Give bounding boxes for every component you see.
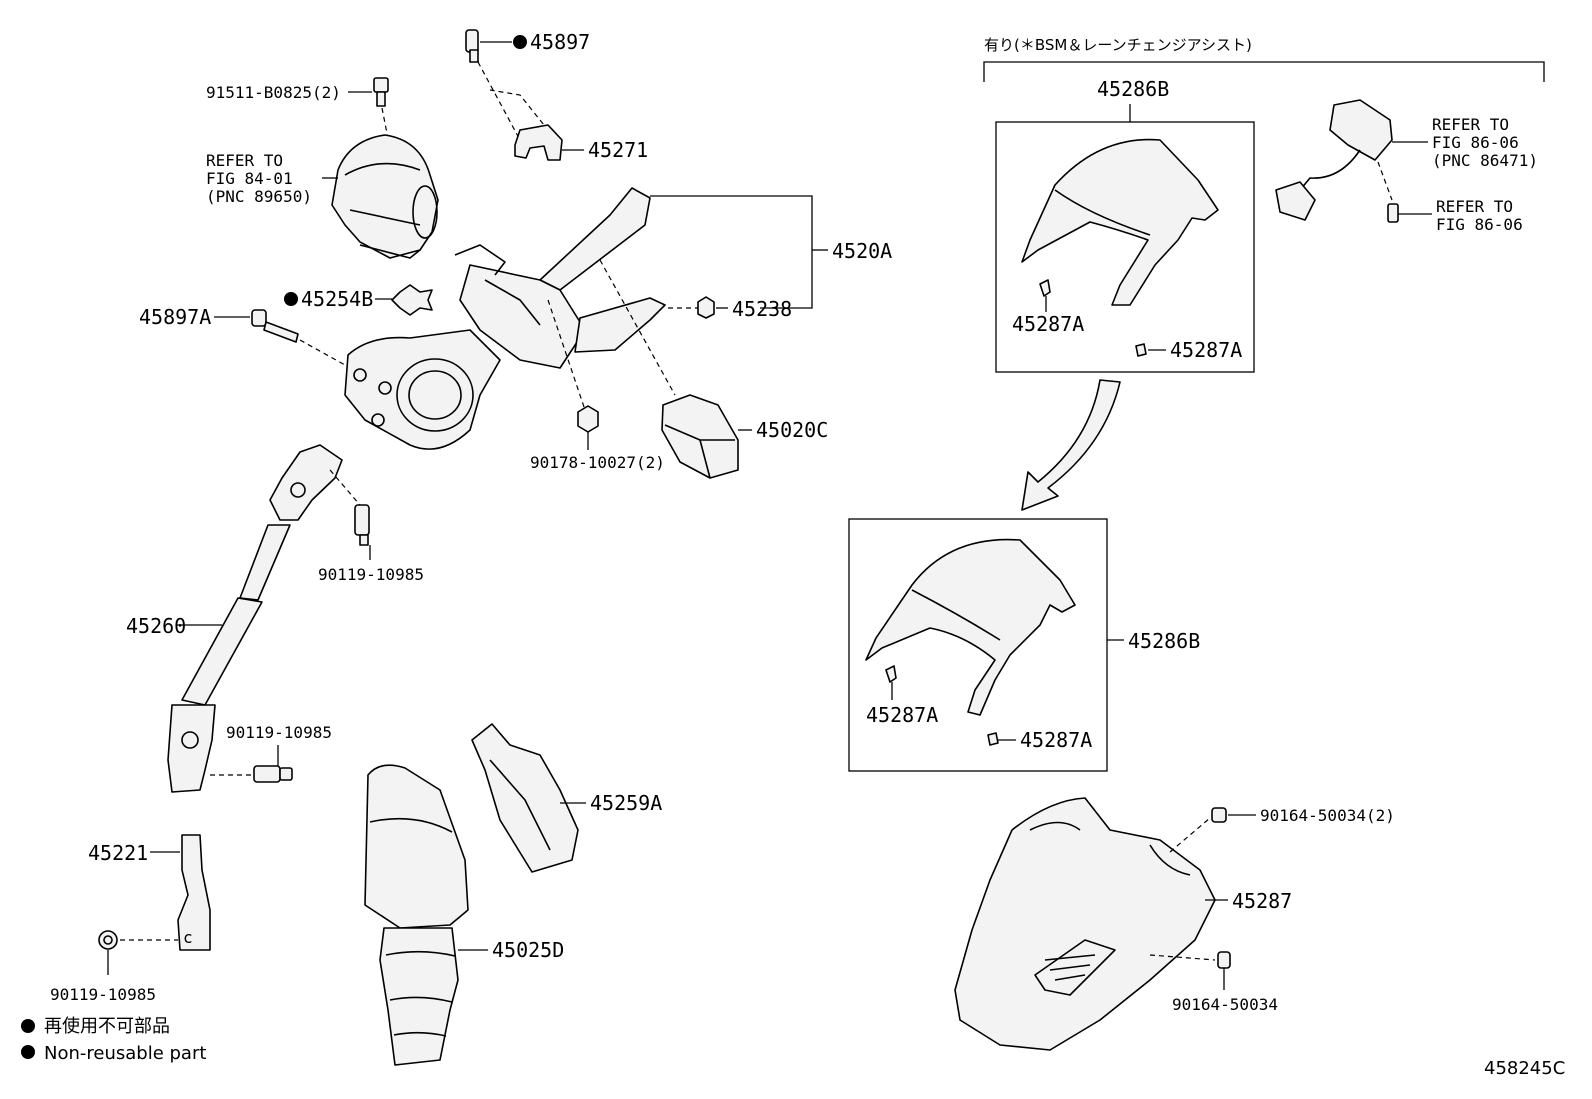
label-ref86a-l1: REFER TO: [1432, 115, 1509, 134]
legend-jp: 再使用不可部品: [44, 1016, 170, 1037]
label-ref84-l3: (PNC 89650): [206, 187, 312, 206]
label-45025D: 45025D: [492, 938, 564, 962]
label-45260: 45260: [126, 614, 186, 638]
part-90164-screw-a: [1211, 807, 1227, 823]
label-45259A: 45259A: [590, 791, 662, 815]
part-bsm-screw: [1387, 203, 1399, 223]
part-45020C-switch: [661, 394, 739, 479]
part-90178-nut: [577, 405, 599, 433]
part-45238-nut: [697, 296, 715, 319]
label-45221: 45221: [88, 841, 148, 865]
non-reusable-dot-45897: [513, 35, 527, 49]
label-45238: 45238: [732, 297, 792, 321]
label-90119-c: 90119-10985: [50, 985, 156, 1004]
part-91511-bolt: [373, 77, 389, 107]
label-45287A-3: 45287A: [866, 703, 938, 727]
label-45286B-top: 45286B: [1097, 77, 1169, 101]
label-ref84-l2: FIG 84-01: [206, 169, 293, 188]
label-90178: 90178-10027(2): [530, 453, 665, 472]
bsm-note: 有り(＊BSM＆レーンチェンジアシスト): [984, 36, 1252, 54]
non-reusable-dot-45254B: [284, 292, 298, 306]
part-90119-bolt-a: [354, 504, 370, 546]
label-ref86a-l2: FIG 86-06: [1432, 133, 1519, 152]
label-4520A: 4520A: [832, 239, 892, 263]
part-90164-screw-b: [1217, 951, 1231, 969]
part-45025D-boot: [364, 764, 469, 1066]
arrow-to-lower-box: [1021, 379, 1121, 511]
part-45254B-spacer: [391, 284, 433, 316]
part-45286B-cover-bottom: [865, 538, 1076, 716]
part-45287A-clip-3: [885, 665, 897, 683]
label-45287A-1: 45287A: [1012, 312, 1084, 336]
part-45271-clamp: [514, 124, 563, 161]
part-45221-bracket: c: [177, 834, 211, 951]
legend: 再使用不可部品 Non-reusable part: [21, 1016, 206, 1064]
label-90164-b: 90164-50034: [1172, 995, 1278, 1014]
label-ref86b-l2: FIG 86-06: [1436, 215, 1523, 234]
label-45287A-2: 45287A: [1170, 338, 1242, 362]
label-ref86a-l3: (PNC 86471): [1432, 151, 1538, 170]
part-45287A-clip-1: [1039, 279, 1051, 297]
label-45254B: 45254B: [301, 287, 373, 311]
part-45897-bolt: [465, 29, 512, 63]
label-45897: 45897: [530, 30, 590, 54]
label-90119-b: 90119-10985: [226, 723, 332, 742]
part-45259A-cover: [471, 723, 579, 873]
part-45287A-clip-4: [987, 732, 999, 746]
legend-dot-en: [21, 1045, 35, 1059]
svg-text:c: c: [183, 928, 193, 947]
box-45286B-top: [995, 121, 1255, 373]
legend-en: Non-reusable part: [44, 1043, 206, 1064]
part-90119-bolt-b: [253, 765, 293, 783]
box-45286B-bottom: [848, 518, 1108, 772]
part-90119-bolt-c: [98, 930, 118, 950]
label-90164-a: 90164-50034(2): [1260, 806, 1395, 825]
label-45020C: 45020C: [756, 418, 828, 442]
part-steering-column: [344, 187, 666, 450]
label-ref86b-l1: REFER TO: [1436, 197, 1513, 216]
part-45260-intermediate-shaft: [167, 444, 343, 793]
label-45287A-4: 45287A: [1020, 728, 1092, 752]
part-45897A-bolt: [251, 309, 299, 343]
part-45286B-cover-top: [1021, 138, 1219, 306]
part-motor-actuator: [331, 134, 439, 259]
label-45897A: 45897A: [139, 305, 211, 329]
label-45286B-bottom: 45286B: [1128, 629, 1200, 653]
figure-code: 458245C: [1484, 1058, 1565, 1079]
part-45287-lower-cover: [954, 797, 1216, 1051]
bsm-bracket: [983, 61, 1545, 82]
label-91511: 91511-B0825(2): [206, 83, 341, 102]
part-bsm-sensor: [1275, 99, 1393, 221]
label-45287: 45287: [1232, 889, 1292, 913]
label-ref84-l1: REFER TO: [206, 151, 283, 170]
part-45287A-clip-2: [1135, 343, 1147, 357]
label-90119-a: 90119-10985: [318, 565, 424, 584]
legend-dot-jp: [21, 1019, 35, 1033]
label-45271: 45271: [588, 138, 648, 162]
